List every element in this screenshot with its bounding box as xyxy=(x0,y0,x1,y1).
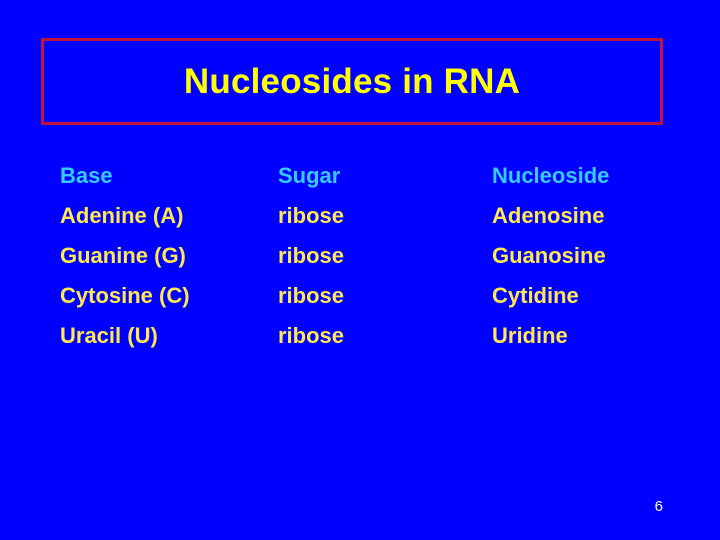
nucleosides-table: Base Sugar Nucleoside Adenine (A) ribose… xyxy=(60,163,660,363)
cell-base: Cytosine (C) xyxy=(60,283,190,308)
table-row: Guanine (G) ribose Guanosine xyxy=(60,243,660,283)
cell-sugar: ribose xyxy=(278,243,345,268)
cell-sugar: ribose xyxy=(278,323,345,348)
cell-nucleoside: Adenosine xyxy=(492,203,605,228)
column-header-base: Base xyxy=(60,163,113,188)
page-number: 6 xyxy=(654,498,663,515)
cell-sugar: ribose xyxy=(278,203,345,228)
cell-base: Guanine (G) xyxy=(60,243,186,268)
table-row: Adenine (A) ribose Adenosine xyxy=(60,203,660,243)
cell-nucleoside: Uridine xyxy=(492,323,568,348)
slide-title: Nucleosides in RNA xyxy=(183,62,521,101)
title-box: Nucleosides in RNA xyxy=(41,38,663,125)
column-header-nucleoside: Nucleoside xyxy=(492,163,610,188)
cell-base: Uracil (U) xyxy=(60,323,158,348)
table-row: Uracil (U) ribose Uridine xyxy=(60,323,660,363)
cell-base: Adenine (A) xyxy=(60,203,184,228)
table-header-row: Base Sugar Nucleoside xyxy=(60,163,660,203)
column-header-sugar: Sugar xyxy=(278,163,341,188)
cell-nucleoside: Guanosine xyxy=(492,243,606,268)
cell-sugar: ribose xyxy=(278,283,345,308)
cell-nucleoside: Cytidine xyxy=(492,283,579,308)
table-row: Cytosine (C) ribose Cytidine xyxy=(60,283,660,323)
